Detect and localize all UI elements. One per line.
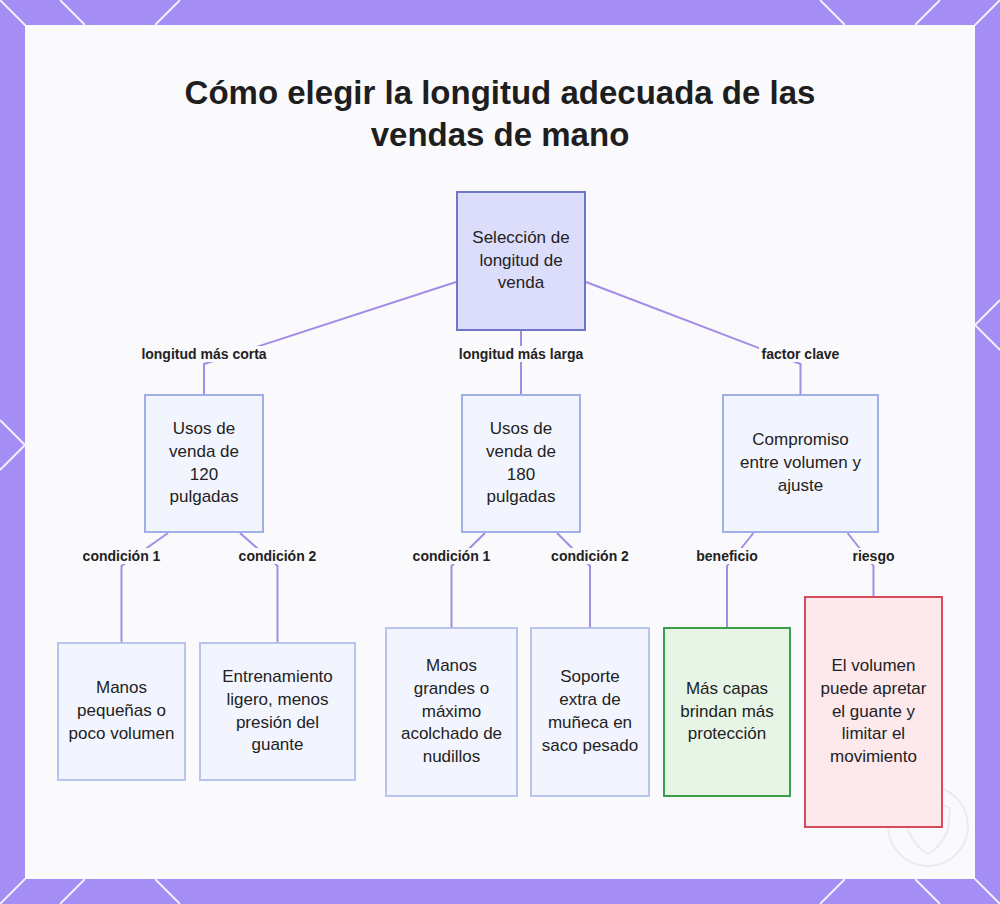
frame-line: [915, 0, 940, 25]
edge-label: longitud más larga: [456, 346, 586, 363]
edge-label: beneficio: [693, 548, 760, 565]
condition-box: Manos grandes o máximo acolchado de nudi…: [385, 627, 518, 797]
connector-line: [520, 331, 522, 394]
frame-line: [820, 879, 845, 904]
diagram-title: Cómo elegir la longitud adecuada de las …: [150, 72, 850, 156]
frame-line: [975, 325, 1000, 350]
node-text: El volumen puede apretar el guante y lim…: [814, 655, 933, 770]
benefit-box: Más capas brindan más protección: [663, 627, 791, 797]
edge-label: longitud más corta: [138, 346, 269, 363]
node-text: Selección de longitud de venda: [466, 227, 576, 296]
node-text: Manos grandes o máximo acolchado de nudi…: [395, 655, 508, 770]
category-box: Usos de venda de 120 pulgadas: [144, 394, 264, 533]
edge-label: factor clave: [759, 346, 843, 363]
frame-line: [60, 0, 85, 25]
frame-line: [155, 0, 180, 25]
edge-label: condición 1: [410, 548, 494, 565]
frame-line: [975, 300, 1000, 325]
frame-line: [155, 879, 180, 904]
category-box: Compromiso entre volumen y ajuste: [722, 394, 879, 533]
node-text: Entrenamiento ligero, menos presión del …: [209, 666, 346, 758]
frame-line: [820, 0, 845, 25]
node-text: Más capas brindan más protección: [673, 678, 781, 747]
root-box: Selección de longitud de venda: [456, 191, 586, 331]
connector-line: [204, 282, 456, 394]
frame-line: [915, 879, 940, 904]
edge-label: riesgo: [849, 548, 897, 565]
connector-line: [586, 282, 801, 394]
frame-line: [60, 879, 85, 904]
condition-box: Entrenamiento ligero, menos presión del …: [199, 642, 356, 781]
node-text: Compromiso entre volumen y ajuste: [732, 429, 869, 498]
condition-box: Manos pequeñas o poco volumen: [57, 642, 186, 781]
risk-box: El volumen puede apretar el guante y lim…: [804, 596, 943, 828]
edge-label: condición 1: [80, 548, 164, 565]
frame-line: [0, 420, 25, 445]
node-text: Manos pequeñas o poco volumen: [67, 677, 176, 746]
frame-line: [0, 445, 25, 470]
node-text: Soporte extra de muñeca en saco pesado: [540, 666, 640, 758]
node-text: Usos de venda de 120 pulgadas: [154, 418, 254, 510]
node-text: Usos de venda de 180 pulgadas: [471, 418, 571, 510]
connector-line: [848, 533, 874, 596]
condition-box: Soporte extra de muñeca en saco pesado: [530, 627, 650, 797]
category-box: Usos de venda de 180 pulgadas: [461, 394, 581, 533]
edge-label: condición 2: [548, 548, 632, 565]
edge-label: condición 2: [236, 548, 320, 565]
